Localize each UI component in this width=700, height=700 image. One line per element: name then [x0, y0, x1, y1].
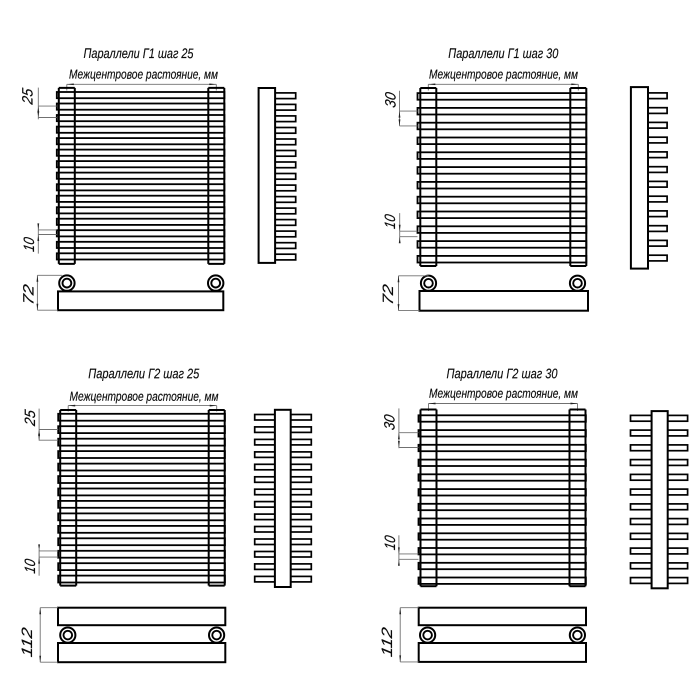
svg-text:25: 25	[20, 87, 37, 107]
svg-text:10: 10	[21, 235, 38, 252]
svg-text:Межцентровое растояние, мм: Межцентровое растояние, мм	[69, 66, 218, 81]
svg-text:112: 112	[19, 626, 36, 659]
svg-text:25: 25	[22, 408, 39, 428]
svg-text:Межцентровое растояние, мм: Межцентровое растояние, мм	[69, 389, 218, 404]
svg-text:Параллели Г1 шаг 25: Параллели Г1 шаг 25	[83, 46, 193, 61]
svg-text:Параллели Г1 шаг 30: Параллели Г1 шаг 30	[448, 46, 558, 61]
svg-text:Параллели Г2 шаг 25: Параллели Г2 шаг 25	[88, 366, 199, 381]
svg-text:10: 10	[382, 534, 399, 551]
svg-text:72: 72	[380, 283, 397, 307]
svg-text:Межцентровое растояние, мм: Межцентровое растояние, мм	[429, 66, 578, 81]
svg-text:10: 10	[382, 213, 399, 230]
svg-text:Параллели Г2 шаг 30: Параллели Г2 шаг 30	[446, 366, 557, 381]
svg-text:112: 112	[379, 625, 396, 658]
svg-text:Межцентровое растояние, мм: Межцентровое растояние, мм	[429, 386, 578, 401]
svg-text:30: 30	[382, 413, 399, 432]
svg-text:30: 30	[382, 90, 399, 109]
svg-text:10: 10	[22, 557, 39, 574]
svg-text:72: 72	[20, 283, 37, 307]
